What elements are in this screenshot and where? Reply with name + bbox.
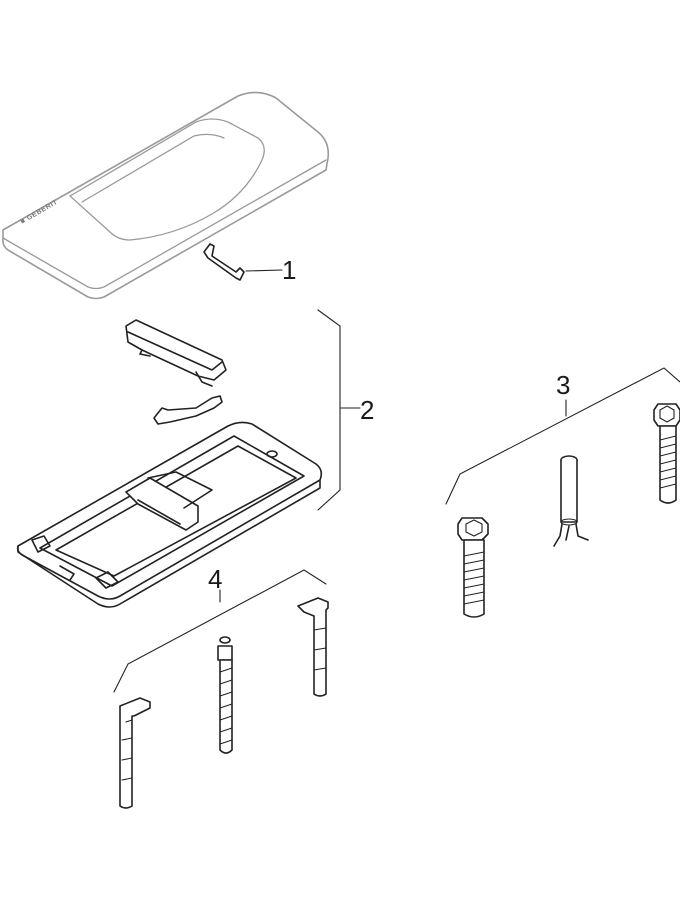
callout-3: 3	[556, 370, 571, 400]
cover-plate: ■ GEBERIT	[2, 91, 330, 300]
part-3-screws	[445, 367, 680, 618]
part-4-rods	[113, 569, 329, 809]
callout-4: 4	[208, 564, 223, 594]
callout-2: 2	[360, 395, 375, 425]
part-2-frame-assembly	[16, 309, 361, 608]
callout-1: 1	[282, 255, 297, 285]
part-1-clip	[203, 243, 283, 281]
